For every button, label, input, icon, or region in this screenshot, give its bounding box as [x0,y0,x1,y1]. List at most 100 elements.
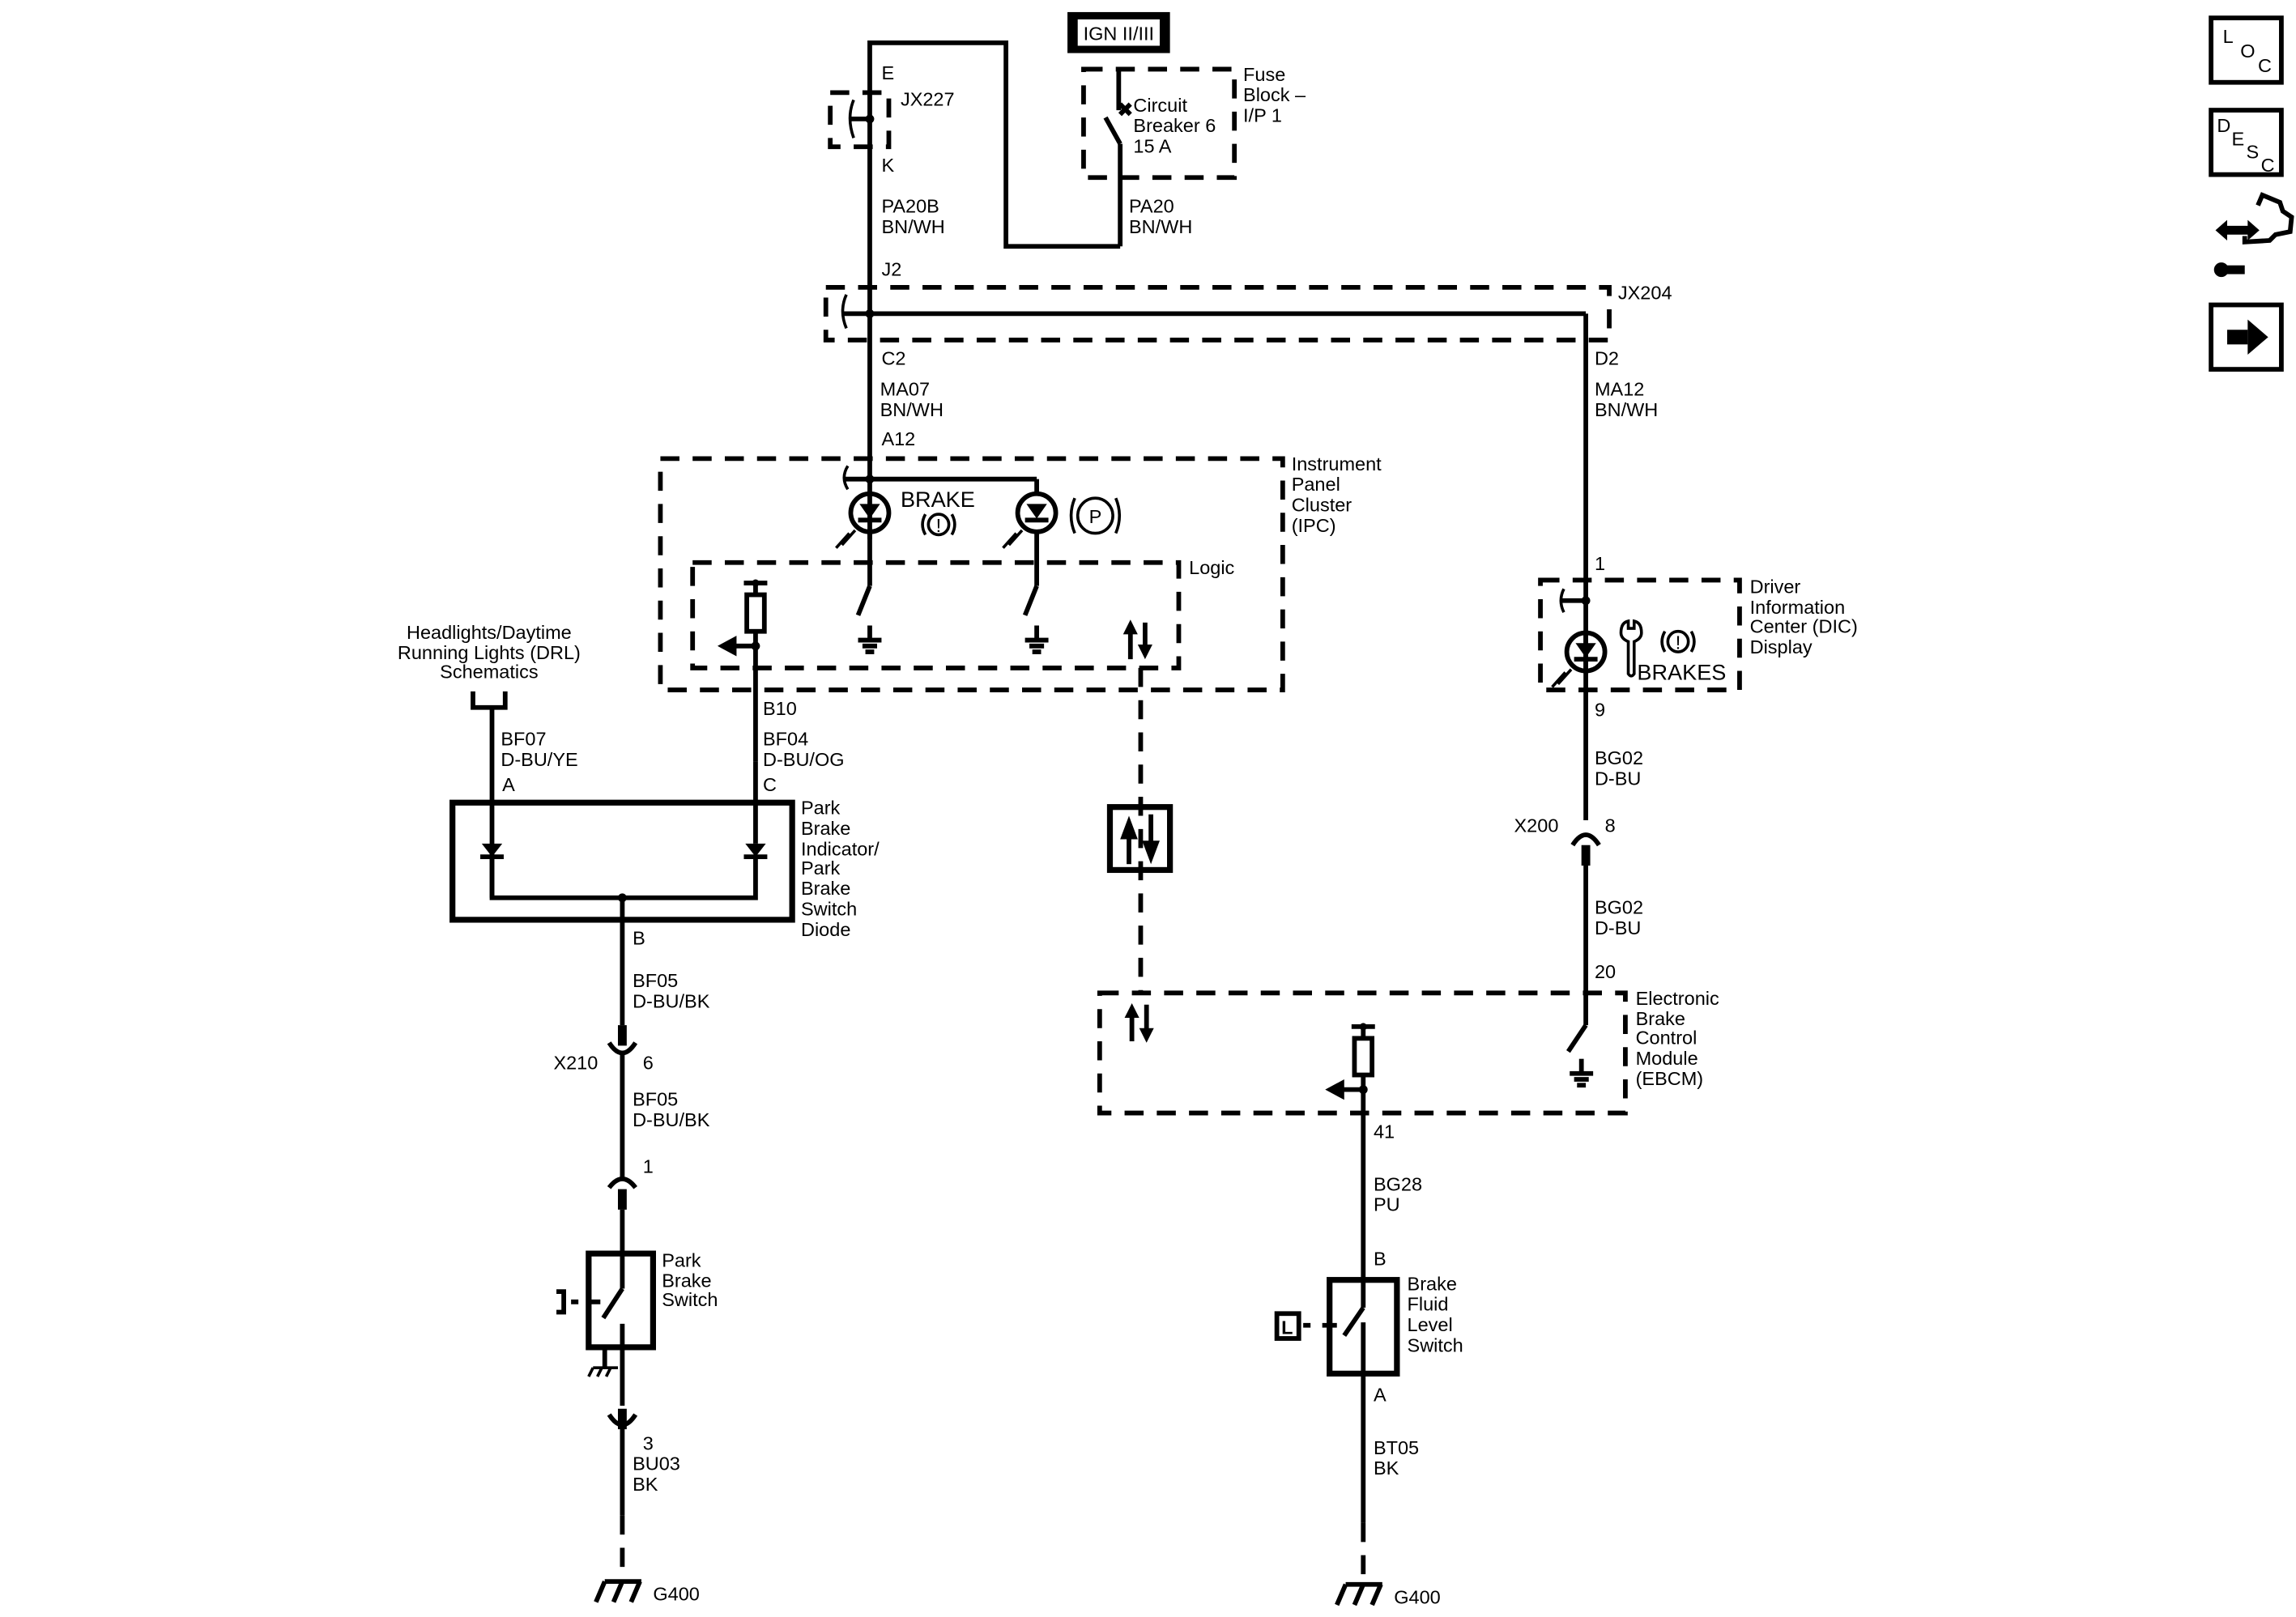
x210-pin: 6 [643,1052,654,1073]
wire-pa20-color: BN/WH [1129,216,1192,237]
wire-bg28-color: PU [1374,1194,1400,1215]
desc-letter-s: S [2247,142,2260,163]
drl-ref-line-2: Running Lights (DRL) [398,642,581,663]
wire-ma12-circuit: MA12 [1595,379,1644,400]
electronic-brake-control-module: 20 Electronic Brake Control Modu [1097,961,1719,1279]
breaker-name-1: Circuit [1133,95,1187,116]
fuse-block-name-2: Block – [1243,84,1306,105]
loc-letter-c: C [2258,55,2272,76]
svg-text:Breaker 6: Breaker 6 [1133,115,1216,136]
wire-pa20-circuit: PA20 [1129,196,1174,217]
jx204-pin-d2: D2 [1595,348,1619,369]
x200-pin: 8 [1605,815,1616,836]
wire-bg02b-color: D-BU [1595,917,1641,938]
wrench-icon [1619,619,1643,678]
park-switch-name-3: Switch [662,1289,718,1310]
data-bidirectional-icon [1124,1002,1154,1043]
ground-icon [1570,1058,1594,1088]
wire-ma07-circuit: MA07 [880,379,930,400]
brake-warning-symbol-icon: (!) ! [1660,629,1696,653]
connector-jx204: J2 JX204 C2 D2 [823,258,1672,601]
wire-bg02b-circuit: BG02 [1595,897,1643,918]
diode-name-2: Brake [801,818,850,839]
wire-ma12-color: BN/WH [1595,399,1658,420]
brake-led-icon [835,491,892,616]
dic-name-1: Driver [1750,577,1801,598]
ground-icon [858,625,882,654]
brake-warning-symbol-icon: ! [921,513,956,537]
breaker-name-2: Breaker 6 [1133,115,1216,136]
dic-name-3: Center (DIC) [1750,616,1858,637]
park-switch-pin-1: 1 [643,1156,654,1177]
ipc-logic-box [690,560,1182,670]
wire-bf07-circuit: BF07 [501,729,546,750]
park-brake-switch: 1 Park Brake Switch 3 [556,1156,718,1516]
ebcm-name-2: Brake [1636,1008,1685,1029]
serial-data-icon [1106,804,1174,874]
breaker-x-mark: ✖ [1118,99,1134,120]
loc-letter-o: O [2240,40,2255,62]
jx227-pin-k: K [881,155,894,176]
ground-g400-left-icon: G400 [594,1579,700,1605]
diode-name-4: Park [801,857,841,879]
svg-text:!: ! [1676,632,1681,653]
fluid-switch-name-2: Fluid [1408,1294,1449,1315]
diode-name-1: Park [801,798,841,819]
next-page-button[interactable] [2209,302,2284,372]
fuse-block: ✖ Circuit Breaker 6 15 A Fuse Block – I/… [1081,64,1306,247]
ign-label: IGN II/III [1084,23,1154,44]
dic-name-2: Information [1750,597,1846,618]
brake-fluid-level-switch: B L Brake Fluid Level Switch A [1274,1249,1463,1523]
park-brake-symbol-icon: P [1069,496,1122,535]
svg-text:L: L [1281,1317,1293,1338]
ebcm-name-5: (EBCM) [1636,1068,1704,1089]
description-button[interactable]: D E S C [2209,108,2284,177]
jx204-pin-c2: C2 [881,348,905,369]
driver-information-center: 1 (!) ! BRAKES Driver Information Center… [1538,553,1858,820]
diode-pin-b: B [633,928,645,949]
desc-letter-d: D [2217,115,2230,136]
x210-name: X210 [553,1052,598,1073]
data-bidirectional-icon [1122,619,1152,660]
ground-left-label: G400 [653,1584,700,1605]
breaker-rating: 15 A [1133,136,1171,157]
jx204-name: JX204 [1618,282,1672,303]
park-switch-name-1: Park [662,1249,701,1270]
svg-text:15 A: 15 A [1133,136,1171,157]
connector-x200: X200 8 [1514,815,1616,1026]
diode-name-7: Diode [801,919,850,940]
drl-ref-line-1: Headlights/Daytime [407,622,572,643]
loc-letter-l: L [2223,26,2234,47]
connector-repair-button[interactable] [2213,192,2294,278]
wire-bu03-color: BK [633,1474,658,1495]
ign-power-box: IGN II/III [1067,11,1170,53]
jx227-pin-e: E [881,62,894,83]
drl-schematic-reference[interactable]: Headlights/Daytime Running Lights (DRL) … [398,622,581,710]
fluid-switch-name-3: Level [1408,1314,1453,1335]
ipc-name-4: (IPC) [1292,515,1336,536]
wire-bu03-circuit: BU03 [633,1453,680,1474]
dic-brakes-label: BRAKES [1637,659,1726,684]
ipc-pin-a12: A12 [881,428,915,449]
ipc-name-1: Instrument [1292,453,1382,474]
wire-bt05-color: BK [1374,1457,1399,1479]
diode-name-3: Indicator/ [801,838,880,859]
ground-g400-right-icon: G400 [1335,1581,1441,1607]
level-sensor-icon: L [1274,1311,1337,1341]
location-button[interactable]: L O C [2209,15,2284,85]
fuse-block-name-3: I/P 1 [1243,105,1282,126]
fluid-switch-pin-b: B [1374,1249,1387,1270]
drl-ref-line-3: Schematics [440,662,538,683]
wire-bg02a-color: D-BU [1595,768,1641,789]
connector-repair-icon [2213,192,2294,278]
wire-bf05b-circuit: BF05 [633,1089,678,1110]
fluid-switch-name-4: Switch [1408,1334,1463,1355]
diode-pin-c: C [763,774,777,795]
ebcm-name-1: Electronic [1636,988,1719,1009]
fluid-switch-name-1: Brake [1408,1273,1457,1294]
wire-bg28-circuit: BG28 [1374,1173,1422,1194]
chassis-ground-icon [587,1347,618,1377]
ebcm-pin-20: 20 [1595,961,1616,982]
ipc-name-2: Panel [1292,474,1340,495]
x200-name: X200 [1514,815,1559,836]
